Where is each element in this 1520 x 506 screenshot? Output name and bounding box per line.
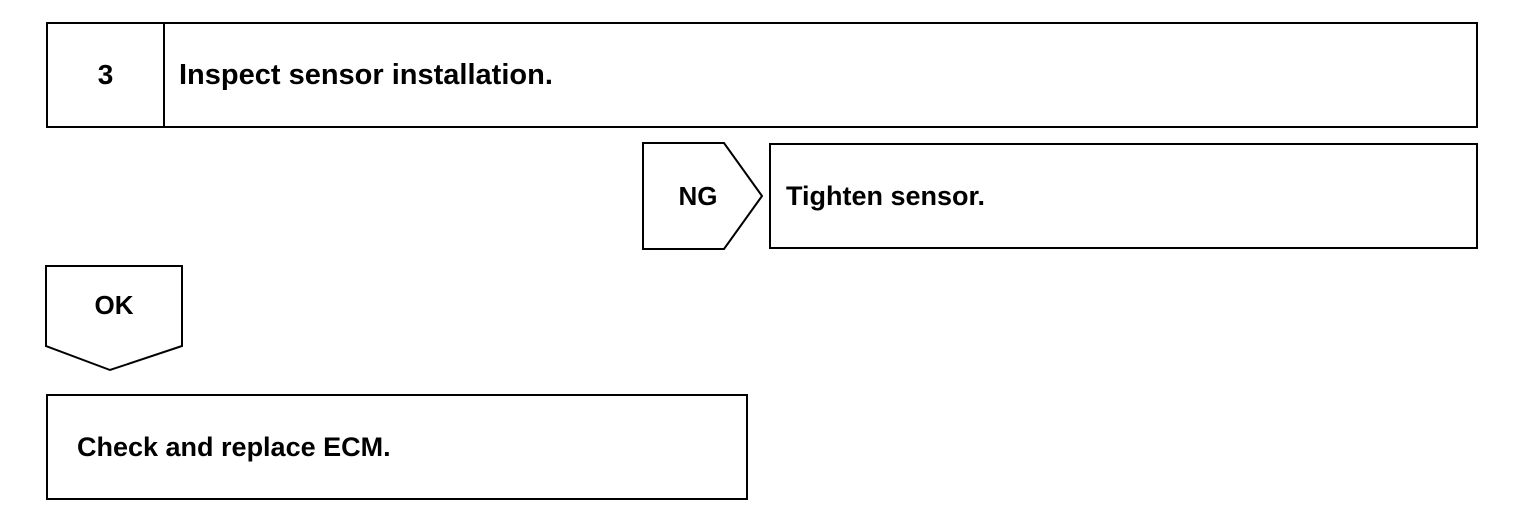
ok-action-text: Check and replace ECM. bbox=[77, 431, 391, 462]
step-number: 3 bbox=[48, 24, 165, 126]
step-box: 3 Inspect sensor installation. bbox=[46, 22, 1478, 128]
ok-action-box: Check and replace ECM. bbox=[46, 394, 748, 500]
ng-action-text: Tighten sensor. bbox=[786, 180, 986, 211]
ok-label: OK bbox=[94, 289, 134, 320]
ng-label: NG bbox=[678, 180, 718, 211]
ng-arrow-outline bbox=[642, 142, 764, 250]
step-title: Inspect sensor installation. bbox=[179, 58, 553, 91]
ng-action-box: Tighten sensor. bbox=[769, 143, 1478, 249]
ok-arrow-outline bbox=[45, 265, 183, 372]
